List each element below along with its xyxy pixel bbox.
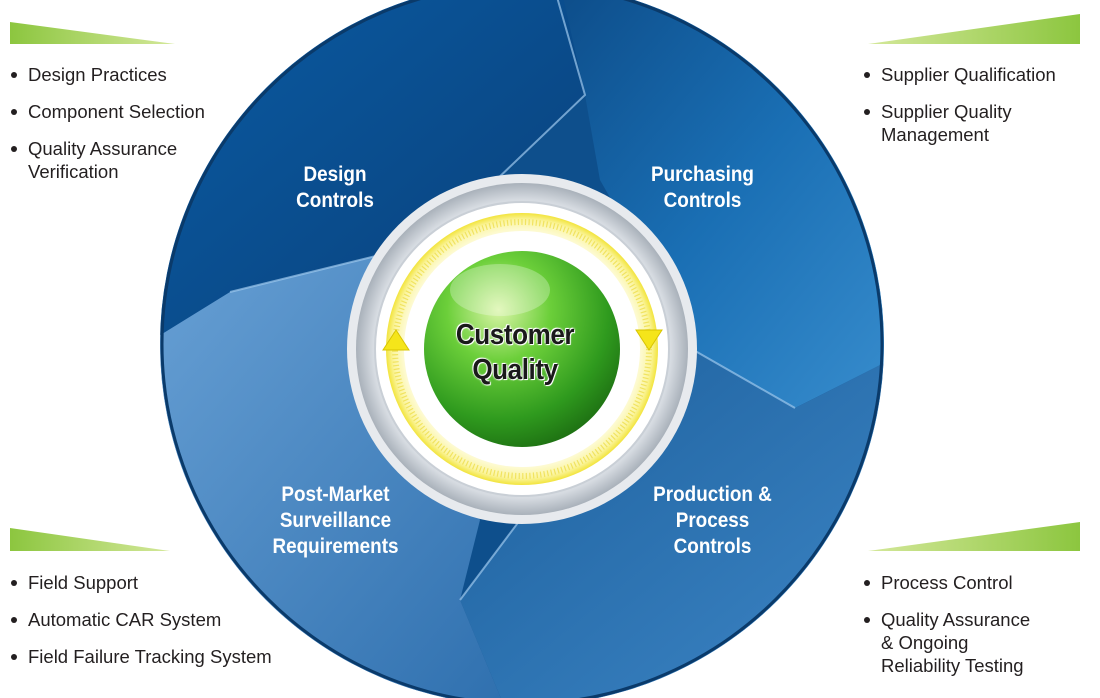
accent-wedge-bottom-left	[10, 528, 170, 551]
post-market-line1: Post-Market	[281, 483, 390, 506]
list-item-text: Quality Assurance	[881, 609, 1031, 630]
purchasing-controls-line2: Controls	[663, 189, 742, 212]
design-controls-label: Design Controls	[277, 162, 394, 214]
list-item-text: Quality Assurance	[28, 138, 178, 159]
list-item-text-cont: Reliability Testing	[881, 655, 1024, 676]
list-item-text: Design Practices	[28, 64, 167, 85]
purchasing-controls-label: Purchasing Controls	[628, 162, 777, 214]
list-item-text-cont: Management	[881, 124, 989, 145]
post-market-line2: Surveillance	[279, 509, 392, 532]
list-item-text: Field Support	[28, 572, 139, 593]
list-item: Component Selection	[8, 100, 248, 123]
list-item-text-cont: Verification	[28, 161, 119, 182]
list-item: Automatic CAR System	[8, 608, 328, 631]
list-item-text: Component Selection	[28, 101, 205, 122]
list-item: Field Failure Tracking System	[8, 645, 328, 668]
list-item-text-cont: & Ongoing	[881, 632, 969, 653]
customer-quality-sphere	[424, 251, 620, 447]
list-item-text: Supplier Qualification	[881, 64, 1056, 85]
list-item-text: Field Failure Tracking System	[28, 646, 272, 667]
accent-wedge-top-left	[10, 22, 175, 44]
production-controls-line3: Controls	[673, 535, 752, 558]
design-controls-line1: Design	[303, 163, 367, 186]
center-title-line1: Customer	[455, 319, 575, 351]
post-market-bullet-list: Field Support Automatic CAR System Field…	[8, 571, 328, 682]
post-market-line3: Requirements	[272, 535, 399, 558]
cycle-arrow-left-icon	[382, 329, 410, 351]
center-title: Customer Quality	[430, 318, 601, 388]
cycle-arrow-right-icon	[635, 329, 663, 351]
purchasing-controls-line1: Purchasing	[651, 163, 754, 186]
list-item: Design Practices	[8, 63, 248, 86]
design-controls-line2: Controls	[296, 189, 374, 212]
cycle-outline	[160, 0, 884, 698]
sphere-highlight	[450, 264, 550, 316]
production-bullet-list: Process Control Quality Assurance& Ongoi…	[861, 571, 1096, 677]
accent-wedge-bottom-right	[868, 522, 1080, 551]
list-item: Process Control	[861, 571, 1096, 594]
design-bullet-list: Design Practices Component Selection Qua…	[8, 63, 248, 183]
list-item: Field Support	[8, 571, 328, 594]
center-title-line2: Quality	[472, 354, 558, 386]
accent-wedge-top-right	[868, 14, 1080, 44]
post-market-label: Post-Market Surveillance Requirements	[257, 482, 415, 560]
list-item-text: Automatic CAR System	[28, 609, 222, 630]
list-item-text: Supplier Quality	[881, 101, 1012, 122]
list-item-text: Process Control	[881, 572, 1013, 593]
production-controls-line1: Production &	[653, 483, 772, 506]
production-controls-label: Production & Process Controls	[629, 482, 796, 560]
list-item: Supplier Qualification	[861, 63, 1096, 86]
segment-highlight-edges	[229, 0, 796, 601]
production-controls-line2: Process	[675, 509, 750, 532]
